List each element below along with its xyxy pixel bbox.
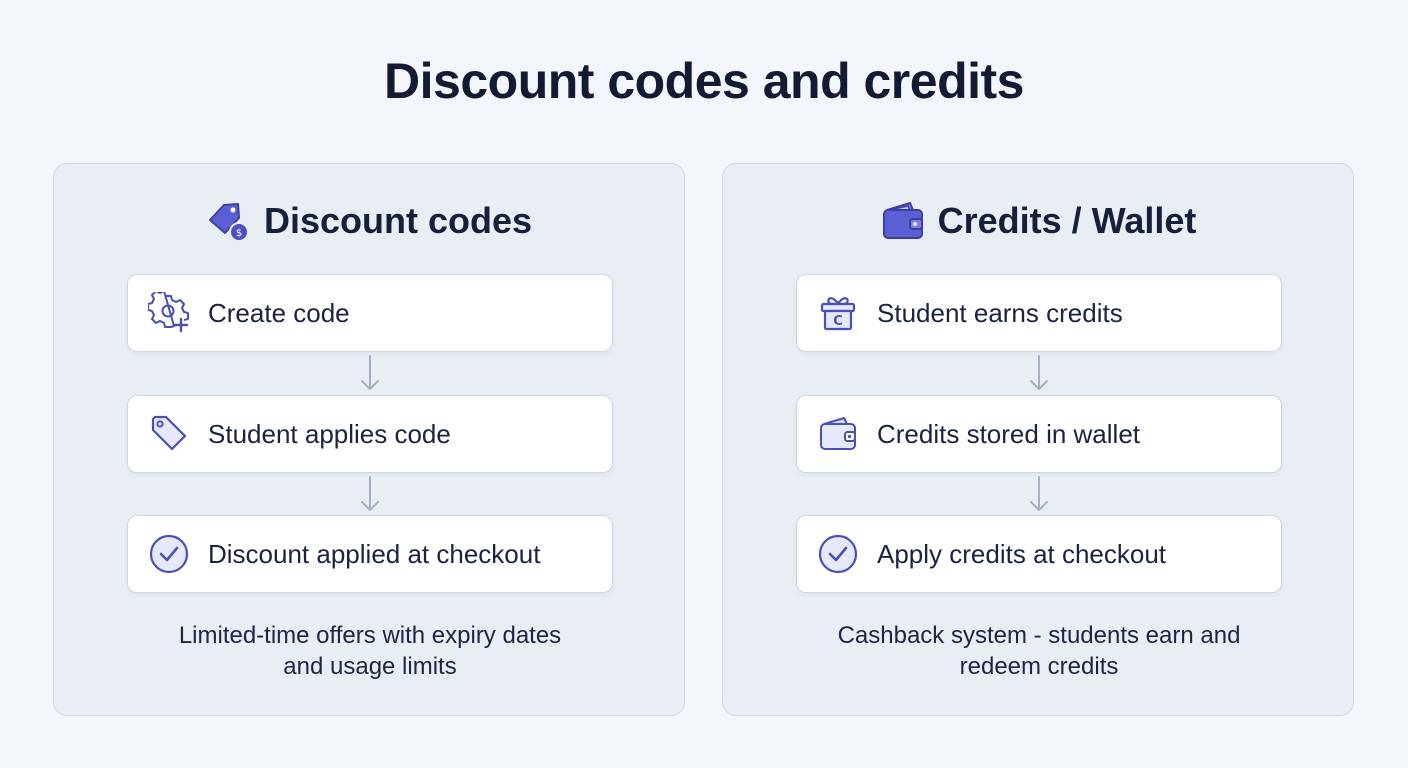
panel-caption: Limited-time offers with expiry dates an… [94, 620, 646, 682]
arrow-down-icon [361, 476, 379, 511]
price-tag-icon: $ [208, 203, 249, 242]
page-title: Discount codes and credits [384, 53, 1024, 109]
check-circle-icon [149, 534, 189, 574]
arrow-down-icon [1030, 355, 1048, 390]
arrow-down-icon [361, 355, 379, 390]
step-label: Credits stored in wallet [877, 418, 1140, 449]
wallet-icon [882, 202, 923, 239]
step-label: Discount applied at checkout [208, 538, 541, 569]
panel-caption: Cashback system - students earn and rede… [763, 620, 1315, 682]
discount-codes-panel: $ Discount codes Create code Student app… [53, 163, 685, 716]
step-student-applies-code: Student applies code [127, 395, 613, 473]
gear-plus-icon [148, 292, 189, 333]
step-label: Student applies code [208, 418, 451, 449]
svg-text:$: $ [236, 228, 242, 239]
step-label: Apply credits at checkout [877, 538, 1167, 569]
tag-icon [151, 415, 187, 451]
step-create-code: Create code [127, 274, 613, 352]
step-label: Student earns credits [877, 297, 1123, 328]
check-circle-icon [818, 534, 858, 574]
credits-wallet-panel: Credits / Wallet C Student earns credits… [722, 163, 1354, 716]
wallet-icon [820, 417, 856, 450]
gift-icon: C [820, 297, 856, 331]
panel-header: $ Discount codes [54, 198, 684, 244]
caption-line: Limited-time offers with expiry dates [178, 622, 562, 649]
panel-title: Discount codes [263, 200, 533, 241]
panel-header: Credits / Wallet [723, 198, 1353, 244]
step-discount-applied: Discount applied at checkout [127, 515, 613, 593]
step-apply-credits: Apply credits at checkout [796, 515, 1282, 593]
step-credits-stored: Credits stored in wallet [796, 395, 1282, 473]
caption-line: Cashback system - students earn and [837, 622, 1241, 649]
arrow-down-icon [1030, 476, 1048, 511]
caption-line: redeem credits [959, 653, 1119, 680]
step-student-earns-credits: C Student earns credits [796, 274, 1282, 352]
step-label: Create code [208, 297, 350, 328]
caption-line: and usage limits [283, 653, 457, 680]
svg-text:C: C [833, 314, 843, 329]
panel-title: Credits / Wallet [937, 200, 1197, 241]
